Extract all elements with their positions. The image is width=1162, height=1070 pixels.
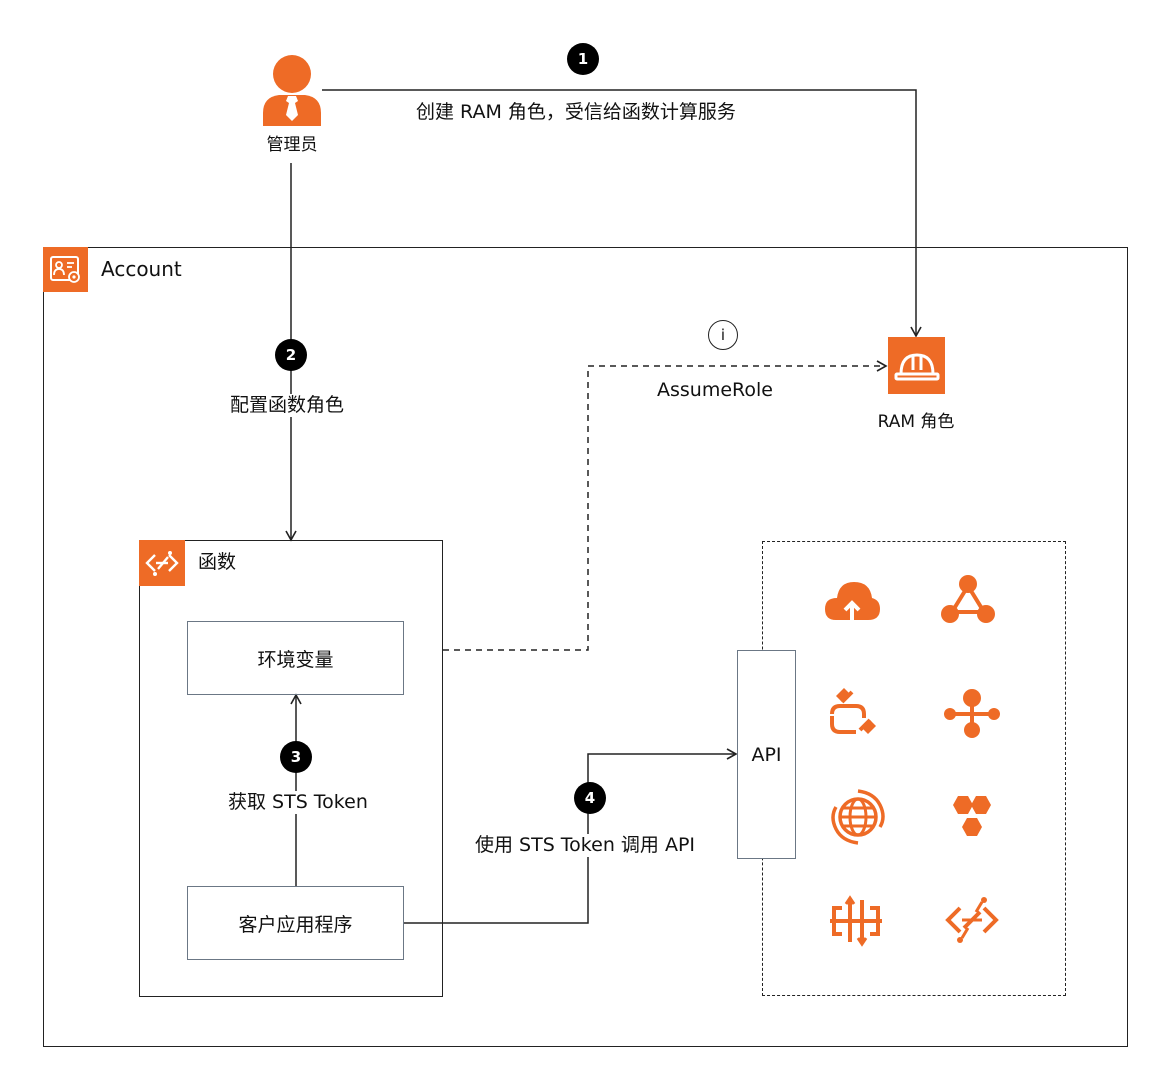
step-2-badge: 2: [275, 339, 307, 371]
step-4-label: 使用 STS Token 调用 API: [475, 834, 696, 857]
env-vars-box: 环境变量: [187, 621, 404, 695]
account-label: Account: [101, 257, 182, 281]
globe-icon: [831, 789, 885, 845]
step-3-label: 获取 STS Token: [228, 791, 368, 814]
helmet-icon: [894, 352, 939, 380]
flow-line-create-role: [322, 89, 922, 338]
cloud-services-group: [762, 541, 1066, 996]
function-code-icon: [945, 897, 999, 943]
connector-icon: [830, 688, 876, 734]
step-3-badge: 3: [280, 741, 312, 773]
cloud-upload-icon: [825, 582, 880, 620]
account-boundary: [43, 247, 1128, 1047]
step-1-label: 创建 RAM 角色，受信给函数计算服务: [416, 101, 736, 123]
ram-role-node: [888, 337, 945, 394]
api-box: API: [737, 650, 796, 859]
function-icon-tile: [139, 540, 185, 586]
gateway-icon: [830, 895, 882, 947]
admin-node: [262, 53, 322, 127]
flow-line-assume-role: [443, 360, 888, 651]
assume-role-label: AssumeRole: [657, 379, 773, 401]
step-4-badge: 4: [574, 782, 606, 814]
admin-user-icon: [263, 55, 321, 126]
function-compute-icon: [145, 551, 179, 576]
api-label: API: [751, 743, 782, 766]
function-label: 函数: [198, 551, 237, 573]
admin-label: 管理员: [266, 135, 318, 155]
client-app-box: 客户应用程序: [187, 886, 404, 960]
account-icon: [49, 255, 80, 283]
function-boundary: [139, 540, 443, 997]
account-icon-tile: [43, 247, 88, 292]
ram-role-label: RAM 角色: [877, 412, 955, 432]
env-vars-label: 环境变量: [257, 648, 334, 671]
info-icon: i: [708, 320, 738, 350]
hexagon-cluster-icon: [953, 796, 991, 836]
triangle-network-icon: [941, 575, 995, 623]
tree-nodes-icon: [944, 689, 1000, 738]
step-2-label: 配置函数角色: [230, 394, 345, 417]
step-1-badge: 1: [567, 43, 599, 75]
client-app-label: 客户应用程序: [238, 913, 353, 936]
